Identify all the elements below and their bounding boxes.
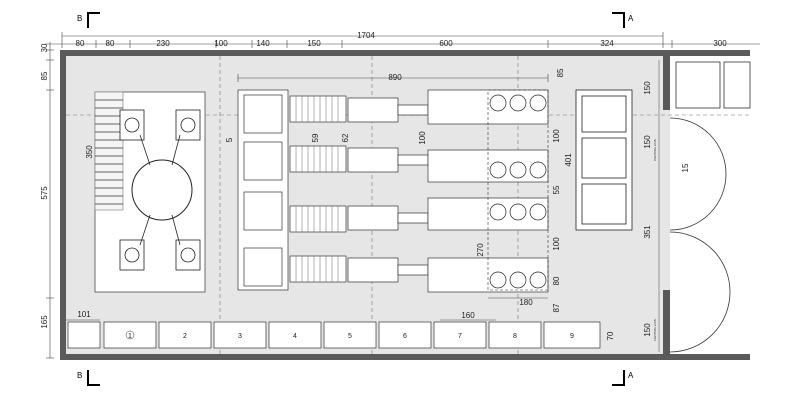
dim-100a: 100 — [418, 131, 427, 145]
dim-59: 59 — [311, 133, 320, 142]
dim-left-165: 165 — [40, 315, 49, 329]
dim-270: 270 — [476, 243, 485, 257]
dim-top-9: 300 — [713, 39, 727, 48]
section-label-b-bottom: B — [77, 371, 82, 380]
dim-top-5: 140 — [256, 39, 270, 48]
dim-top-4: 100 — [214, 39, 228, 48]
dim-right-15: 15 — [681, 163, 690, 172]
dim-left-575: 575 — [40, 186, 49, 200]
section-label-a-top: A — [628, 14, 634, 23]
locker-number-2: 2 — [183, 333, 187, 340]
dim-85: 85 — [556, 68, 565, 77]
dim-top-3: 230 — [156, 39, 170, 48]
dim-160: 160 — [461, 311, 475, 320]
dim-55: 55 — [552, 185, 561, 194]
display-cabinet — [575, 89, 633, 231]
dim-right-axis-b: CENTRAL AXIS — [653, 319, 657, 340]
wash-station-frame — [487, 89, 549, 291]
table-chairs — [119, 109, 201, 271]
section-label-b-top: B — [77, 14, 82, 23]
annex-doors — [669, 117, 731, 353]
round-table — [131, 159, 193, 221]
dim-5: 5 — [225, 137, 234, 142]
dim-left-30: 30 — [40, 43, 49, 52]
dim-right-axis-a: CENTRAL AXIS — [653, 139, 657, 160]
left-dimension-line — [46, 42, 54, 359]
conveyor-row-2 — [289, 145, 549, 183]
conveyor-hatching — [295, 96, 339, 282]
dim-top-6: 150 — [307, 39, 321, 48]
dim-top-1: 80 — [76, 39, 85, 48]
locker-number-6: 6 — [403, 333, 407, 340]
dim-350: 350 — [85, 145, 94, 159]
dim-890-line — [237, 74, 549, 82]
locker-number-4: 4 — [293, 333, 297, 340]
section-marker-b-top — [87, 12, 100, 28]
locker-number-9: 9 — [570, 333, 574, 340]
dim-890: 890 — [388, 73, 402, 82]
locker-number-3: 3 — [238, 333, 242, 340]
dim-right-150a: 150 — [643, 81, 652, 95]
locker-number-8: 8 — [513, 333, 517, 340]
top-dimension-line — [45, 32, 760, 48]
dim-401: 401 — [564, 153, 573, 167]
dim-right-351: 351 — [643, 225, 652, 239]
dim-right-150c: 150 — [643, 323, 652, 337]
section-marker-b-bottom — [87, 370, 100, 386]
locker-number-7: 7 — [458, 333, 462, 340]
section-marker-a-bottom — [612, 370, 625, 386]
dim-top-7: 600 — [439, 39, 453, 48]
locker-number-1: 1 — [128, 333, 132, 340]
wash-stations — [489, 94, 547, 289]
equipment-frame — [237, 89, 289, 291]
dim-top-2: 80 — [106, 39, 115, 48]
dim-right-150b: 150 — [643, 135, 652, 149]
dim-100c: 100 — [552, 237, 561, 251]
dim-180: 180 — [519, 298, 533, 307]
dim-overall: 1704 — [357, 31, 375, 40]
section-label-a-bottom: A — [628, 371, 634, 380]
dim-80: 80 — [552, 276, 561, 285]
dim-top-8: 324 — [600, 39, 614, 48]
annex-windows — [675, 61, 751, 109]
dim-100b: 100 — [552, 129, 561, 143]
dim-87: 87 — [552, 303, 561, 312]
section-marker-a-top — [612, 12, 625, 28]
dim-101: 101 — [77, 310, 91, 319]
locker-row — [67, 321, 601, 349]
locker-number-5: 5 — [348, 333, 352, 340]
dim-70: 70 — [606, 331, 615, 340]
dim-62: 62 — [341, 133, 350, 142]
dim-left-85: 85 — [40, 71, 49, 80]
interior-dim-lines — [66, 297, 548, 321]
locker-marker-1 — [125, 330, 135, 340]
